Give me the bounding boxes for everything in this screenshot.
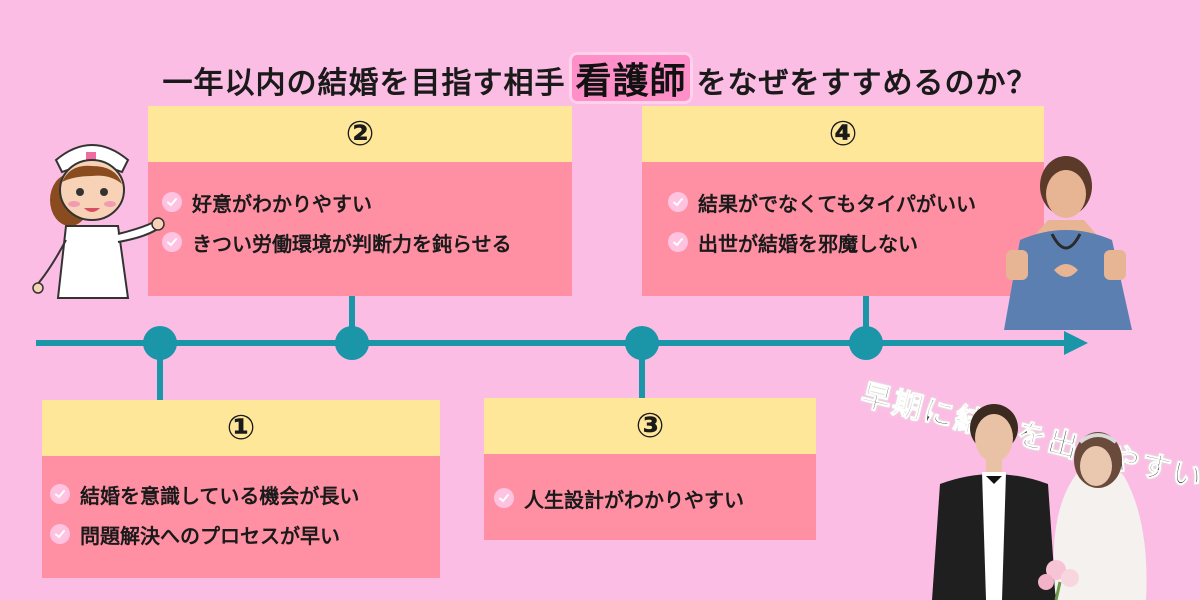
list-item: 結婚を意識している機会が長い bbox=[50, 474, 426, 514]
card-number: ④ bbox=[642, 106, 1044, 162]
card-body: 好意がわかりやすい きつい労働環境が判断力を鈍らせる bbox=[148, 162, 572, 296]
list-item: 結果がでなくてもタイパがいい bbox=[668, 182, 1030, 222]
title-highlight: 看護師 bbox=[569, 52, 693, 104]
check-icon bbox=[162, 232, 182, 252]
check-icon bbox=[494, 488, 514, 508]
item-text: 出世が結婚を邪魔しない bbox=[698, 231, 918, 256]
reason-card-1: ① 結婚を意識している機会が長い 問題解決へのプロセスが早い bbox=[42, 400, 440, 578]
timeline-arrowhead bbox=[1064, 331, 1088, 355]
card-body: 結果がでなくてもタイパがいい 出世が結婚を邪魔しない bbox=[642, 162, 1044, 296]
card-number: ① bbox=[42, 400, 440, 456]
timeline-node-1 bbox=[143, 326, 177, 360]
reason-card-3: ③ 人生設計がわかりやすい bbox=[484, 398, 816, 540]
reason-card-4: ④ 結果がでなくてもタイパがいい 出世が結婚を邪魔しない bbox=[642, 106, 1044, 296]
item-text: 問題解決へのプロセスが早い bbox=[80, 523, 340, 548]
item-text: 結婚を意識している機会が長い bbox=[80, 483, 360, 508]
nurse-cartoon-illustration bbox=[32, 144, 165, 299]
list-item: 問題解決へのプロセスが早い bbox=[50, 514, 426, 554]
check-icon bbox=[50, 484, 70, 504]
wedding-couple-illustration bbox=[932, 404, 1147, 600]
list-item: 好意がわかりやすい bbox=[162, 182, 558, 222]
title-after: をなぜをすすめるのか？ bbox=[696, 66, 1038, 101]
card-body: 結婚を意識している機会が長い 問題解決へのプロセスが早い bbox=[42, 456, 440, 578]
page-title: 一年以内の結婚を目指す相手看護師をなぜをすすめるのか？ bbox=[0, 52, 1200, 104]
check-icon bbox=[162, 192, 182, 212]
check-icon bbox=[50, 524, 70, 544]
check-icon bbox=[668, 192, 688, 212]
list-item: 人生設計がわかりやすい bbox=[494, 478, 802, 518]
nurse-photo-illustration bbox=[1004, 156, 1132, 330]
item-text: 結果がでなくてもタイパがいい bbox=[698, 191, 976, 216]
card-body: 人生設計がわかりやすい bbox=[484, 454, 816, 540]
card-number: ② bbox=[148, 106, 572, 162]
check-icon bbox=[668, 232, 688, 252]
item-text: 好意がわかりやすい bbox=[192, 191, 372, 216]
timeline-node-2 bbox=[335, 326, 369, 360]
list-item: 出世が結婚を邪魔しない bbox=[668, 222, 1030, 262]
item-text: きつい労働環境が判断力を鈍らせる bbox=[192, 231, 512, 256]
item-text: 人生設計がわかりやすい bbox=[524, 487, 744, 512]
timeline-node-3 bbox=[625, 326, 659, 360]
timeline-node-4 bbox=[849, 326, 883, 360]
reason-card-2: ② 好意がわかりやすい きつい労働環境が判断力を鈍らせる bbox=[148, 106, 572, 296]
title-before: 一年以内の結婚を目指す相手 bbox=[162, 66, 566, 101]
list-item: きつい労働環境が判断力を鈍らせる bbox=[162, 222, 558, 262]
card-number: ③ bbox=[484, 398, 816, 454]
